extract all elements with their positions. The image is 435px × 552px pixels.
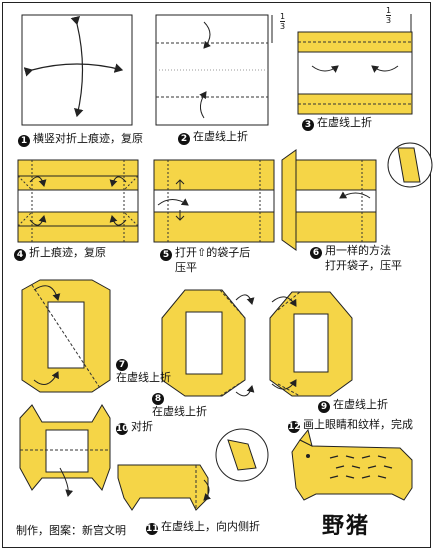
fraction-mark-step-2: 1 3 [280,12,286,31]
step-text: 在虚线上，向内侧折 [161,520,260,533]
boar-final-model [291,428,413,501]
step-text: 在虚线上折 [116,371,171,384]
step-number: 10 [116,423,129,435]
step-text: 横竖对折上痕迹，复原 [33,132,143,145]
fraction-numerator: 1 [386,6,392,15]
step-7-caption: 7 在虚线上折 [116,356,171,384]
step-8-caption: 8 在虚线上折 [152,390,207,418]
step-9-diagram [269,291,353,397]
step-8-diagram [161,289,255,397]
boar-eye-icon [306,454,310,458]
step-4-diagram [17,159,139,243]
step-number: 9 [318,401,330,413]
step-text: 在虚线上折 [152,405,207,418]
step-number: 1 [18,135,30,147]
step-number: 6 [310,247,322,259]
step-10-diagram [19,404,111,497]
step-number: 5 [160,249,172,261]
step-number: 4 [14,249,26,261]
step-number: 11 [146,523,159,535]
step-text: 用一样的方法 [325,244,391,257]
step-text: 画上眼睛和纹样，完成 [303,418,413,431]
step-3-diagram [297,14,413,115]
step-11-diagram [117,428,269,511]
fraction-denominator: 3 [386,15,392,25]
page-frame [2,2,431,548]
step-text-line-2: 打开袋子，压平 [325,259,402,272]
fraction-numerator: 1 [280,12,286,21]
step-1-diagram [21,14,133,126]
step-2-diagram [155,14,273,126]
step-number: 12 [288,421,301,433]
step-text: 打开⇧的袋子后 [175,246,251,259]
step-5-diagram [153,159,275,243]
step-text: 在虚线上折 [317,116,372,129]
step-text: 在虚线上折 [193,130,248,143]
step-number: 7 [116,359,128,371]
step-text: 对折 [131,420,153,433]
fraction-mark-step-3: 1 3 [386,6,392,25]
step-number: 2 [178,133,190,145]
step-7-diagram [21,279,111,393]
step-number: 8 [152,393,164,405]
credit-line: 制作，图案：新宫文明 [16,524,126,537]
step-text: 折上痕迹，复原 [29,246,106,259]
fraction-denominator: 3 [280,21,286,31]
page-title: 野猪 [322,514,371,539]
step-text-line-2: 压平 [175,261,197,274]
step-text: 在虚线上折 [333,398,388,411]
step-number: 3 [302,119,314,131]
step-6-diagram [281,142,433,251]
